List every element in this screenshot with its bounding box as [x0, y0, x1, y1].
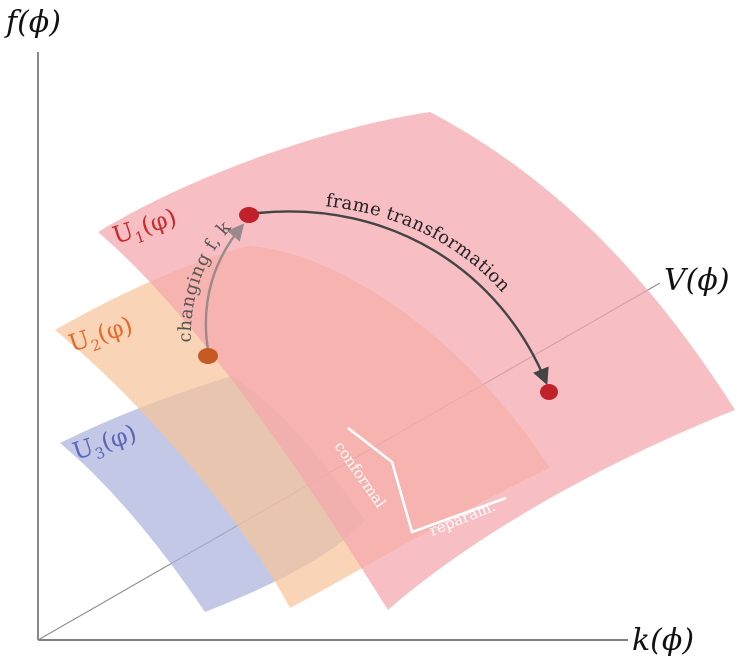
x-axis-label: k(ϕ) [632, 623, 694, 658]
frame-transformation-arrow [257, 210, 549, 386]
v-axis-label: V(ϕ) [664, 263, 730, 298]
surface-u1 [98, 112, 735, 610]
conformal-bracket [347, 426, 507, 534]
point-u1-start [239, 207, 259, 223]
point-u1-end [540, 384, 558, 400]
u1-label: U1(φ) [109, 203, 181, 254]
y-axis-label: f(ϕ) [4, 5, 61, 40]
changing-arrow [204, 223, 245, 351]
point-u2 [198, 348, 218, 364]
changing-label: changing f, k,V [0, 0, 236, 343]
